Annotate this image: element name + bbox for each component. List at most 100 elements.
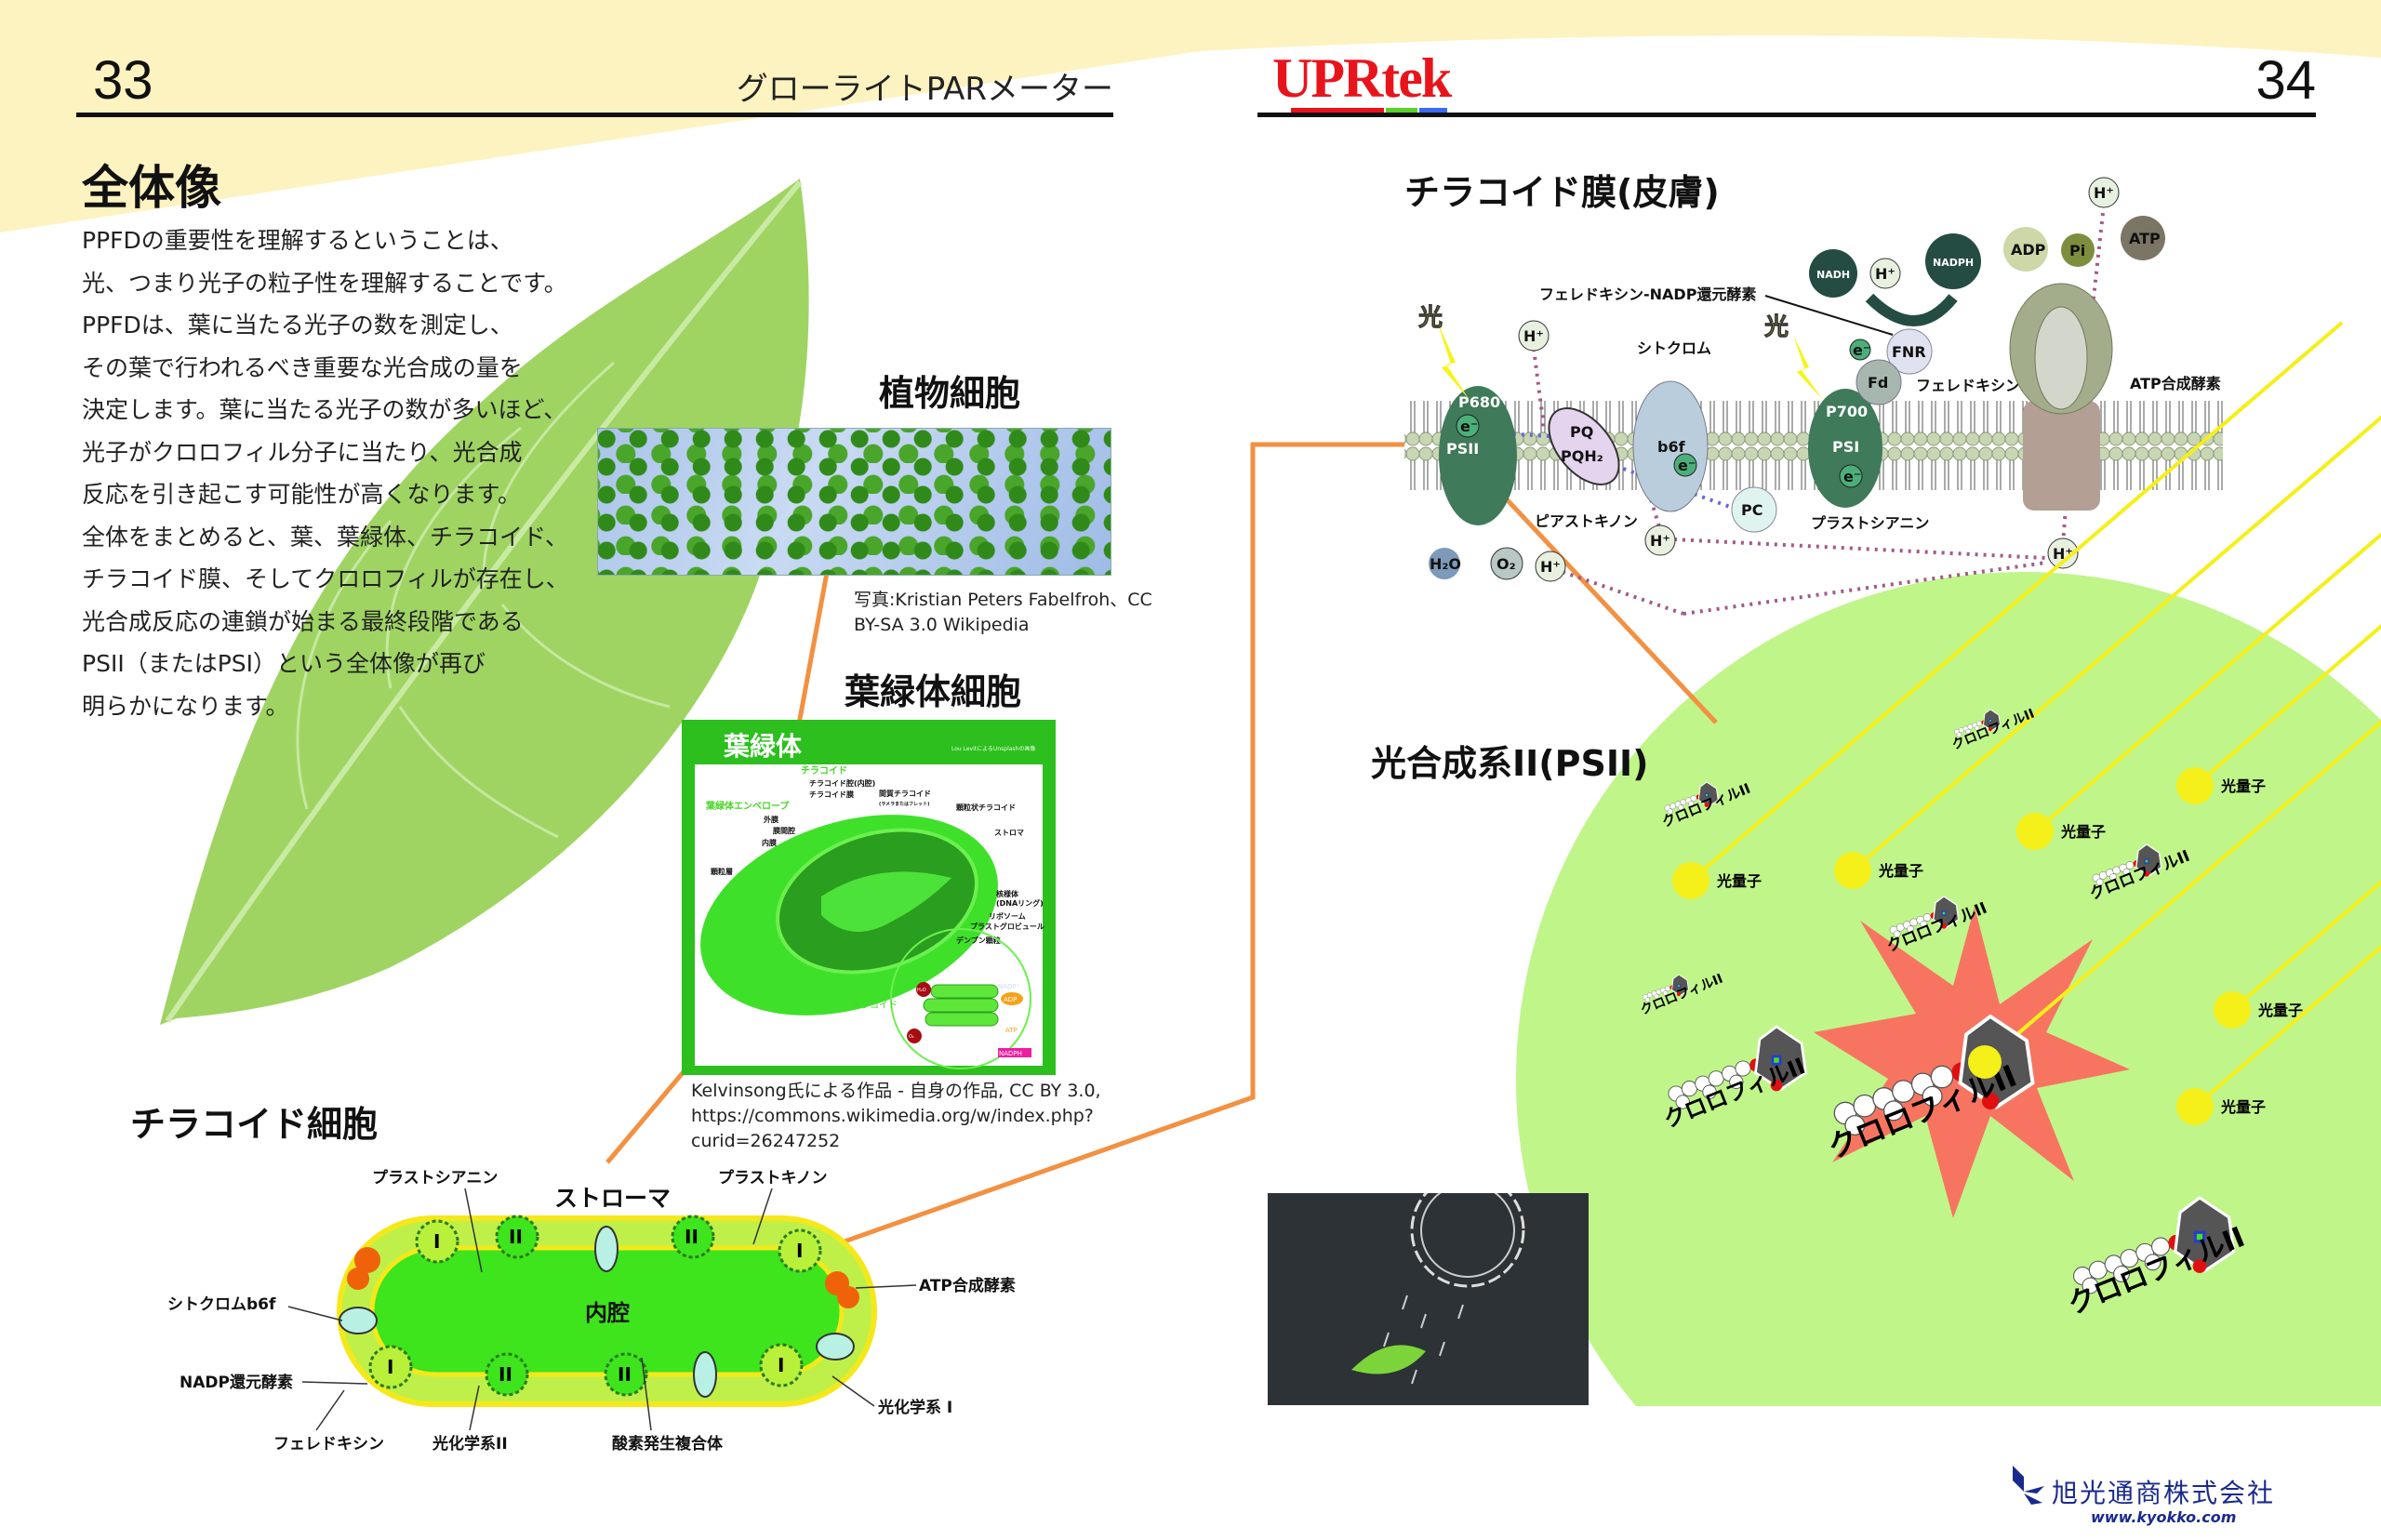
pi-label: Pi [2069,242,2085,259]
photosystem-mark: II [499,1363,512,1386]
photon-label: 光量子 [1716,872,1762,890]
label-thylakoid: チラコイド [801,765,847,777]
atp-synthase-stalk [2023,401,2100,511]
caption-line: Kelvinsong氏による作品 - 自身の作品, CC BY 3.0, [691,1081,1101,1101]
h2o-label: H₂O [1430,555,1461,573]
electron-label: e⁻ [1460,418,1478,435]
electron-label: e⁻ [1843,468,1861,485]
company-url[interactable]: www.kyokko.com [2091,1508,2237,1526]
label-adp: ADP [1004,996,1017,1003]
ferredoxin-protein [1856,359,1902,405]
fnr-full-label: フェレドキシン-NADP還元酵素 [1539,285,1756,303]
photon-icon [2214,991,2251,1029]
chloroplast-title: 葉緑体細胞 [845,671,1022,712]
b6f-label: b6f [1657,438,1686,456]
atp-burst [2121,216,2165,260]
photosystem-1-label: 光化学系 I [877,1398,952,1417]
o2-label: O₂ [1496,555,1516,573]
label-o2: O₂ [909,1034,914,1040]
light-ray [2193,623,2381,788]
photosystem-mark: II [685,1226,698,1248]
label-nucleoid-note: (DNAリング) [996,898,1044,908]
p680-label: P680 [1458,393,1500,411]
atp-synthase-label: ATP合成酵素 [919,1276,1016,1295]
photon-icon [1834,852,1871,889]
label-ribosome: リボソーム [989,911,1026,921]
label-nadph: NADPH [999,1050,1022,1057]
h-plus-label: H⁺ [2094,184,2114,202]
stroma-label: ストローマ [554,1185,671,1212]
caption-line: curid=26247252 [691,1131,841,1151]
uprtek-logo-text: UPRtek [1272,47,1452,109]
intro-line: PSII（またはPSI）という全体像が再び [82,650,486,677]
photosystem-icon [671,1215,715,1259]
h-plus-label: H⁺ [1540,558,1561,576]
plastoquinone-pool [1548,407,1620,485]
label-thylakoid-lumen: チラコイド腔(内腔) [809,778,875,788]
adp-label: ADP [2011,241,2046,259]
intro-line: 反応を引き起こす可能性が高くなります。 [82,481,522,508]
photon-label: 光量子 [2060,823,2106,841]
intro-paragraph: PPFDの重要性を理解するということは、 光、つまり光子の粒子性を理解することで… [82,219,569,727]
light-label: 光 [1763,313,1789,341]
light-ray [1983,720,2381,1064]
intro-line: チラコイド膜、そしてクロロフィルが存在し、 [82,565,569,592]
plastoquinone-label: ピアストキノン [1535,512,1638,530]
photosystem-icon [495,1215,539,1259]
h-plus-label: H⁺ [1650,532,1670,550]
p700-label: P700 [1826,403,1868,420]
kyokko-mark-icon [2013,1466,2044,1505]
photosystem-mark: I [433,1230,440,1253]
chloroplast-credit: Lou LevitによるUnsplashの画像 [951,745,1035,752]
photon-icon [2176,767,2214,804]
photon-label: 光量子 [2220,777,2266,795]
chloroplast-body [700,815,998,1016]
photosystem-mark: I [778,1354,784,1376]
label-intermembrane-space: 膜間腔 [773,826,795,835]
label-stroma-thylakoid-note: (ラメラまたはフレット) [879,801,929,807]
pqh2-label: PQH₂ [1561,447,1603,465]
company-name: 旭光通商株式会社 [2052,1478,2276,1508]
plant-cell-micrograph [597,428,1111,576]
photosystem-mark: II [509,1226,523,1248]
fnr-label: FNR [1892,343,1926,361]
intro-line: 明らかになります。 [82,692,289,720]
light-ray [2193,944,2381,1109]
left-page-number: 33 [93,50,153,111]
adp-burst [2003,227,2048,272]
photon-icon [2176,1088,2214,1125]
intro-line: 光合成反応の連鎖が始まる最終段階である [82,607,524,635]
yellow-corner-band [0,0,2381,232]
intro-line: その葉で行われるべき重要な光合成の量を [82,353,523,381]
pc-label: PC [1741,501,1762,519]
chloroplast-diagram: 葉緑体 Lou LevitによるUnsplashの画像 チラコイド チラコイド腔… [682,720,1056,1075]
leaf-illustration [160,179,809,1025]
intro-line: 決定します。葉に当たる光子の数が多いほど、 [82,396,567,423]
light-ray [2230,880,2381,1012]
psii-label: PSII [1446,440,1479,458]
lightning-icon [1437,321,1470,400]
label-envelope: 葉緑体エンベロープ [705,800,790,812]
plastocyanin-label: プラストシアニン [372,1168,498,1188]
photosystem-mark: I [387,1356,393,1378]
atp-label: ATP [2129,230,2161,247]
photon-label: 光量子 [1878,862,1923,880]
label-granal-thylakoid: 顆粒状チラコイド [956,803,1016,812]
h-plus-ions: H⁺ H⁺ H⁺ H⁺ H⁺ H⁺ [1518,177,2120,582]
intro-line: 全体をまとめると、葉、葉緑体、チラコイド、 [82,523,569,551]
photosystem-icon [415,1219,459,1264]
plant-cell-caption: 写真:Kristian Peters Fabelfroh、CC BY-SA 3.… [854,588,1152,638]
nadp-reductase-label: NADP還元酵素 [180,1373,293,1392]
chloroplast-caption: Kelvinsong氏による作品 - 自身の作品, CC BY 3.0, htt… [691,1079,1101,1154]
nadph-label: NADPH [1933,257,1974,269]
photon-icon [1672,862,1709,899]
photosystem-mark: II [618,1363,632,1386]
label-nucleoid: 核様体 [996,889,1019,898]
label-granum: 顆粒層 [711,867,733,876]
photosystem-icon [778,1228,822,1273]
electron-label: e⁻ [1853,341,1870,359]
photosystem-icon [604,1352,648,1397]
sun-leaf-photo [1268,1193,1589,1405]
label-outer-membrane: 外膜 [764,815,778,824]
oxygen-evolving-complex-label: 酸素発生複合体 [612,1434,724,1454]
